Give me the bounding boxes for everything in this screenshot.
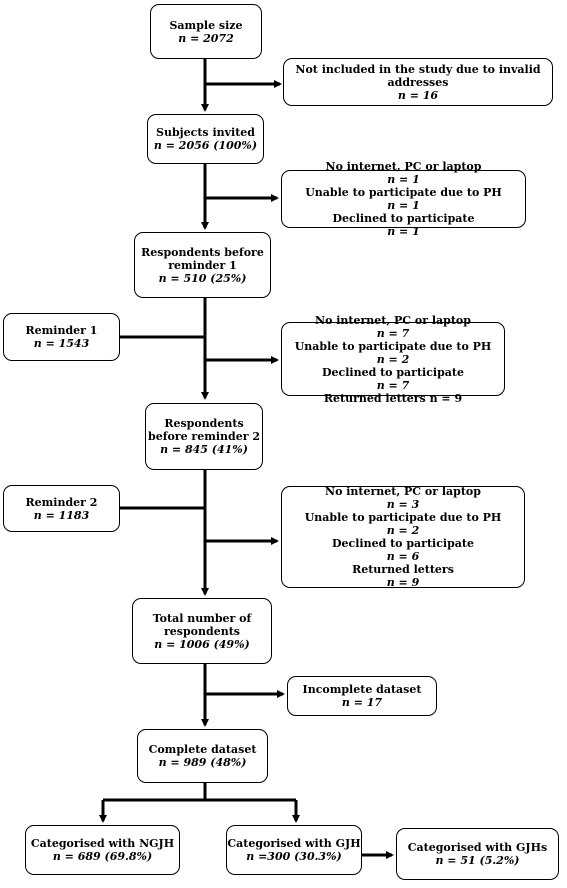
ngjh-box: Categorised with NGJH n = 689 (69.8%) <box>25 825 180 875</box>
invalid-line1: Not included in the study due to invalid <box>295 62 541 76</box>
gjh-box: Categorised with GJH n =300 (30.3%) <box>226 825 362 875</box>
reminder1-title: Reminder 1 <box>25 324 98 337</box>
gjh-title: Categorised with GJH <box>227 837 361 850</box>
resp1-line2: reminder 1 <box>168 258 237 272</box>
reminder1-box: Reminder 1 n = 1543 <box>3 313 120 361</box>
excl3-n3: n = 7 <box>376 378 410 392</box>
complete-dataset-box: Complete dataset n = 989 (48%) <box>137 729 268 783</box>
excl4-l4: Returned letters <box>352 563 454 576</box>
invalid-addresses-box: Not included in the study due to invalid… <box>283 58 553 106</box>
excl4-n3: n = 6 <box>386 550 420 563</box>
excl2-n2: n = 1 <box>387 199 420 212</box>
resp1-n: n = 510 (25%) <box>158 271 247 285</box>
incomplete-n: n = 17 <box>341 696 383 709</box>
excl4-n4: n = 9 <box>386 576 420 589</box>
reminder2-n: n = 1183 <box>33 508 90 522</box>
excl2-l1: No internet, PC or laptop <box>325 160 482 173</box>
total-respondents-box: Total number of respondents n = 1006 (49… <box>132 598 272 664</box>
total-n: n = 1006 (49%) <box>154 637 250 651</box>
gjhs-box: Categorised with GJHs n = 51 (5.2%) <box>396 828 559 880</box>
sample-size-n: n = 2072 <box>178 31 234 45</box>
sample-size-title: Sample size <box>169 18 243 32</box>
excl4-l1: No internet, PC or laptop <box>325 485 481 498</box>
excl4-n1: n = 3 <box>386 498 420 511</box>
resp2-line2: before reminder 2 <box>148 430 260 443</box>
respondents-reminder2-box: Respondents before reminder 2 n = 845 (4… <box>145 403 263 470</box>
complete-title: Complete dataset <box>148 743 257 756</box>
excl3-n2: n = 2 <box>376 352 410 366</box>
sample-size-box: Sample size n = 2072 <box>150 4 262 59</box>
gjhs-n: n = 51 (5.2%) <box>435 854 520 867</box>
resp1-line1: Respondents before <box>141 245 264 259</box>
subjects-invited-title: Subjects invited <box>156 126 255 139</box>
excl2-l3: Declined to participate <box>332 212 475 225</box>
subjects-invited-box: Subjects invited n = 2056 (100%) <box>147 114 264 164</box>
excl4-l2: Unable to participate due to PH <box>304 511 502 524</box>
exclusions-box-2: No internet, PC or laptop n = 7 Unable t… <box>281 314 505 405</box>
excl2-n3: n = 1 <box>387 225 420 238</box>
reminder1-n: n = 1543 <box>33 337 90 350</box>
respondents-reminder1-box: Respondents before reminder 1 n = 510 (2… <box>134 232 271 298</box>
reminder2-box: Reminder 2 n = 1183 <box>3 485 120 532</box>
ngjh-n: n = 689 (69.8%) <box>52 850 153 863</box>
excl3-n1: n = 7 <box>376 326 410 340</box>
incomplete-title: Incomplete dataset <box>302 683 422 696</box>
excl3-l3: Declined to participate <box>321 365 464 379</box>
total-line1: Total number of <box>152 611 252 625</box>
gjhs-title: Categorised with GJHs <box>407 841 548 854</box>
invalid-n: n = 16 <box>397 88 439 102</box>
excl3-l4: Returned letters n = 9 <box>323 391 463 405</box>
excl3-l2: Unable to participate due to PH <box>294 339 492 353</box>
exclusions-box-3: No internet, PC or laptop n = 3 Unable t… <box>281 485 525 589</box>
excl2-l2: Unable to participate due to PH <box>305 186 502 199</box>
subjects-invited-n: n = 2056 (100%) <box>153 139 258 152</box>
incomplete-dataset-box: Incomplete dataset n = 17 <box>287 676 437 716</box>
resp2-n: n = 845 (41%) <box>160 443 248 456</box>
excl2-n1: n = 1 <box>387 173 420 186</box>
excl4-l3: Declined to participate <box>331 537 474 550</box>
gjh-n: n =300 (30.3%) <box>246 850 342 863</box>
excl3-l1: No internet, PC or laptop <box>315 313 471 327</box>
invalid-line2: addresses <box>387 75 449 89</box>
resp2-line1: Respondents <box>164 417 244 430</box>
reminder2-title: Reminder 2 <box>25 495 98 509</box>
total-line2: respondents <box>164 624 240 638</box>
complete-n: n = 989 (48%) <box>158 756 247 769</box>
ngjh-title: Categorised with NGJH <box>30 837 175 850</box>
excl4-n2: n = 2 <box>386 524 420 537</box>
exclusions-box-1: No internet, PC or laptop n = 1 Unable t… <box>281 160 526 238</box>
